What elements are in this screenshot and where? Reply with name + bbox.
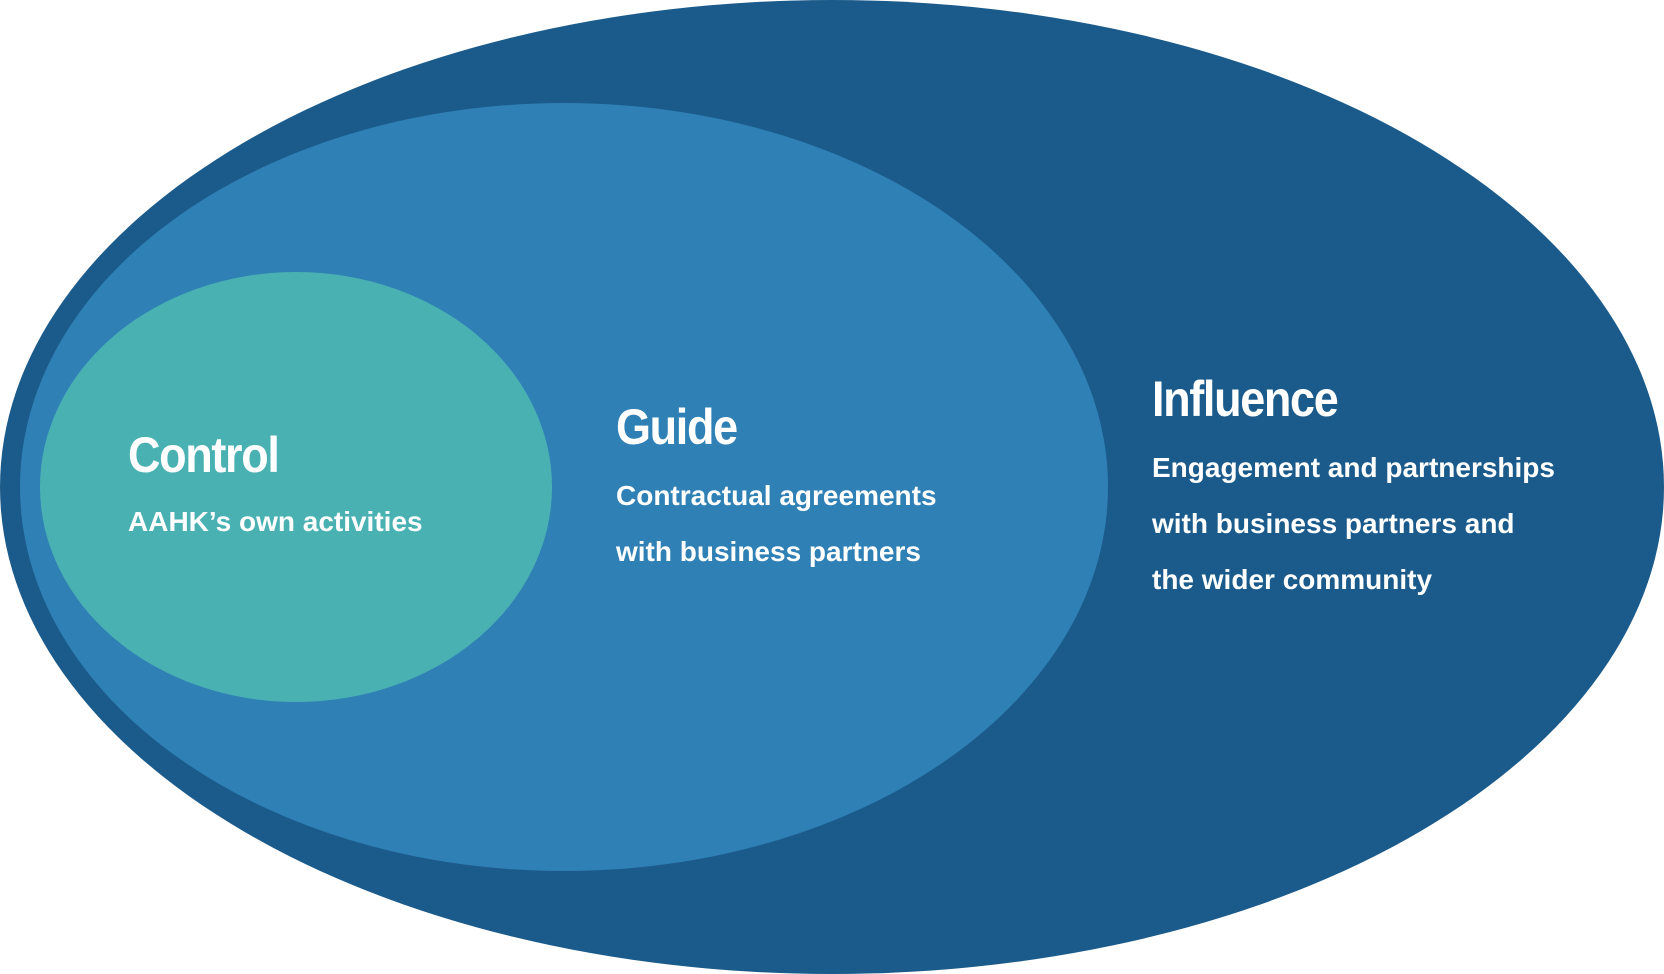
control-description: AAHK’s own activities <box>128 494 423 550</box>
control-group: Control AAHK’s own activities <box>128 430 423 550</box>
influence-description-line: with business partners and <box>1152 508 1515 539</box>
control-title: Control <box>128 427 280 483</box>
influence-description-line: Engagement and partnerships <box>1152 452 1555 483</box>
guide-group: Guide Contractual agreements with busine… <box>616 402 937 580</box>
influence-group: Influence Engagement and partnerships wi… <box>1152 374 1555 608</box>
influence-description: Engagement and partnerships with busines… <box>1152 440 1555 608</box>
guide-description-line: with business partners <box>616 536 921 567</box>
guide-description-line: Contractual agreements <box>616 480 937 511</box>
influence-title: Influence <box>1152 371 1339 427</box>
control-ellipse <box>40 272 552 702</box>
guide-title: Guide <box>616 399 738 455</box>
influence-description-line: the wider community <box>1152 564 1433 595</box>
control-description-line: AAHK’s own activities <box>128 506 423 537</box>
guide-description: Contractual agreements with business par… <box>616 468 937 580</box>
